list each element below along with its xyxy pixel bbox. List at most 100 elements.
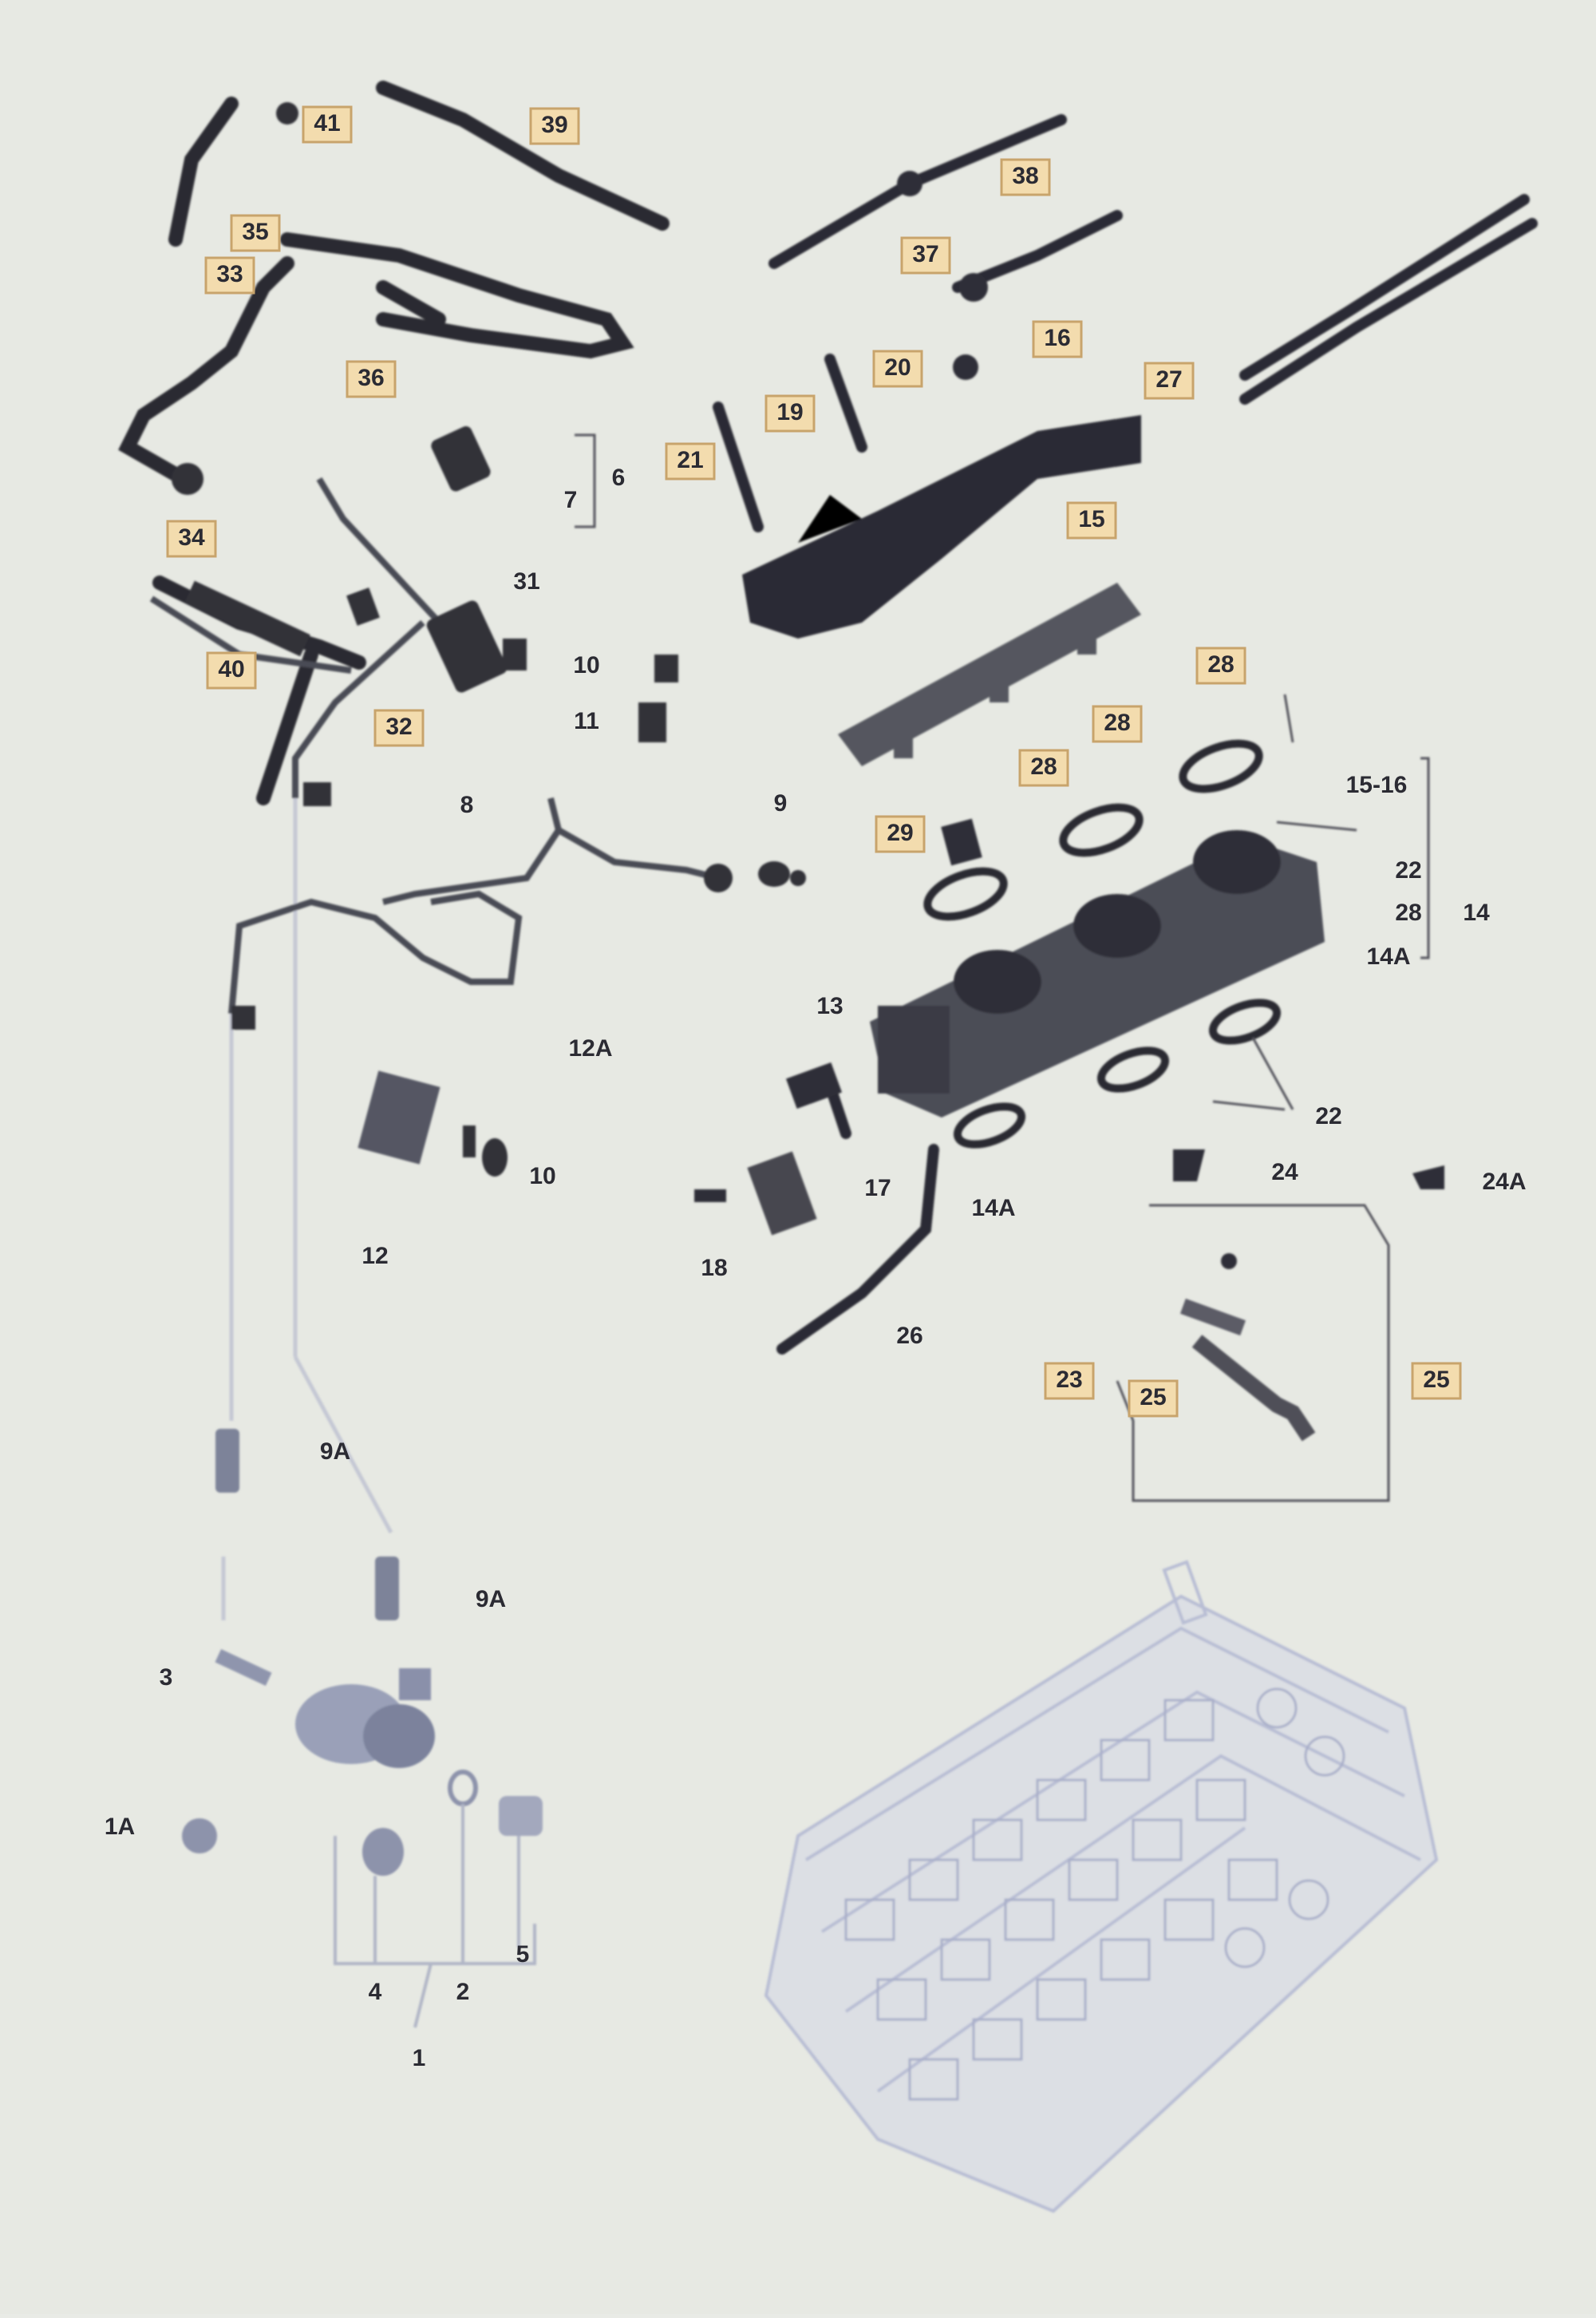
callout-l1516: 15-16 <box>1346 772 1408 798</box>
callout-box <box>1066 501 1117 540</box>
callout-text: 19 <box>776 399 803 425</box>
callout-text: 28 <box>1395 900 1421 926</box>
callout-box <box>900 236 951 275</box>
callout-l38: 38 <box>1000 158 1051 196</box>
callout-l17: 17 <box>864 1175 891 1201</box>
callout-text: 9A <box>476 1586 506 1612</box>
callout-text: 9A <box>320 1438 350 1465</box>
callout-l28b: 28 <box>1092 705 1143 743</box>
callout-text: 31 <box>513 568 539 595</box>
callout-l6: 6 <box>612 465 626 491</box>
callout-box <box>346 360 397 398</box>
callout-l14Ab: 14A <box>971 1195 1015 1221</box>
callout-text: 15 <box>1078 506 1104 532</box>
callout-l29: 29 <box>875 815 926 853</box>
callout-text: 6 <box>612 465 626 491</box>
pump-bracket-lines <box>334 1804 536 2028</box>
callout-l35: 35 <box>230 214 281 252</box>
callout-text: 22 <box>1395 857 1421 884</box>
callout-box <box>373 709 425 747</box>
callout-text: 12A <box>568 1035 612 1062</box>
callout-text: 14A <box>971 1195 1015 1221</box>
callout-text: 16 <box>1044 325 1070 351</box>
callout-box <box>1032 320 1083 358</box>
callout-box <box>230 214 281 252</box>
callout-text: 21 <box>677 447 703 473</box>
callout-l13: 13 <box>816 993 843 1019</box>
callout-text: 2 <box>456 1979 470 2005</box>
callout-text: 3 <box>160 1664 173 1691</box>
callout-l36: 36 <box>346 360 397 398</box>
fuel-rail <box>838 583 1141 766</box>
callout-l22b: 22 <box>1315 1103 1341 1129</box>
callout-text: 17 <box>864 1175 891 1201</box>
callout-text: 7 <box>564 487 578 513</box>
callout-text: 38 <box>1012 163 1038 189</box>
callout-text: 20 <box>884 354 911 381</box>
callout-l28a: 28 <box>1195 647 1246 685</box>
callout-text: 4 <box>369 1979 382 2005</box>
callout-l10b: 10 <box>529 1163 555 1189</box>
fuel-pump-assembly <box>182 1429 543 1876</box>
callout-l34: 34 <box>166 520 217 558</box>
callout-text: 26 <box>896 1323 922 1349</box>
callout-box <box>764 394 816 433</box>
throttle-body-assembly <box>870 830 1325 1117</box>
callout-text: 14 <box>1463 900 1490 926</box>
callout-l7: 7 <box>564 487 578 513</box>
callout-l23: 23 <box>1044 1362 1095 1400</box>
callout-text: 41 <box>314 110 340 136</box>
callout-l12: 12 <box>361 1243 388 1269</box>
callout-text: 25 <box>1140 1384 1166 1410</box>
callout-l33: 33 <box>204 256 255 295</box>
callout-l21: 21 <box>665 442 716 481</box>
callout-box <box>1411 1362 1462 1400</box>
callout-l18: 18 <box>701 1255 727 1281</box>
callout-text: 9 <box>774 790 788 817</box>
callout-text: 12 <box>361 1243 388 1269</box>
callout-text: 24 <box>1271 1159 1298 1185</box>
callout-l9Ab: 9A <box>476 1586 506 1612</box>
callout-text: 10 <box>529 1163 555 1189</box>
callout-l22a: 22 <box>1395 857 1421 884</box>
callout-box <box>1144 362 1195 400</box>
callout-box <box>166 520 217 558</box>
gaskets <box>923 739 1282 1149</box>
callout-l11: 11 <box>574 708 599 734</box>
callout-box <box>302 105 353 144</box>
callout-box <box>875 815 926 853</box>
callout-text: 5 <box>516 1941 530 1968</box>
callout-text: 13 <box>816 993 843 1019</box>
callout-box <box>206 651 257 690</box>
callout-text: 34 <box>178 524 205 551</box>
cylinder-head-illustration <box>764 1560 1439 2213</box>
callout-l28c: 28 <box>1018 749 1069 787</box>
callout-l39: 39 <box>529 107 580 145</box>
small-fittings-left <box>172 102 806 1177</box>
callout-text: 39 <box>541 112 567 138</box>
callout-box <box>529 107 580 145</box>
callout-l31: 31 <box>513 568 539 595</box>
callout-text: 36 <box>358 365 384 391</box>
callout-text: 24A <box>1482 1169 1526 1195</box>
callout-text: 14A <box>1366 943 1410 970</box>
callout-box <box>1044 1362 1095 1400</box>
callout-box <box>204 256 255 295</box>
callout-l19: 19 <box>764 394 816 433</box>
callout-text: 25 <box>1423 1367 1449 1393</box>
callout-text: 10 <box>573 652 599 678</box>
callout-l37: 37 <box>900 236 951 275</box>
callout-text: 23 <box>1056 1367 1082 1393</box>
callout-box <box>1195 647 1246 685</box>
callout-text: 11 <box>574 708 599 734</box>
callout-l24A: 24A <box>1482 1169 1526 1195</box>
callout-text: 8 <box>460 792 474 818</box>
callout-box <box>1092 705 1143 743</box>
callout-text: 33 <box>216 261 243 287</box>
callout-box <box>872 350 923 388</box>
callout-box <box>1018 749 1069 787</box>
callout-text: 28 <box>1207 651 1234 678</box>
callout-text: 15-16 <box>1346 772 1408 798</box>
